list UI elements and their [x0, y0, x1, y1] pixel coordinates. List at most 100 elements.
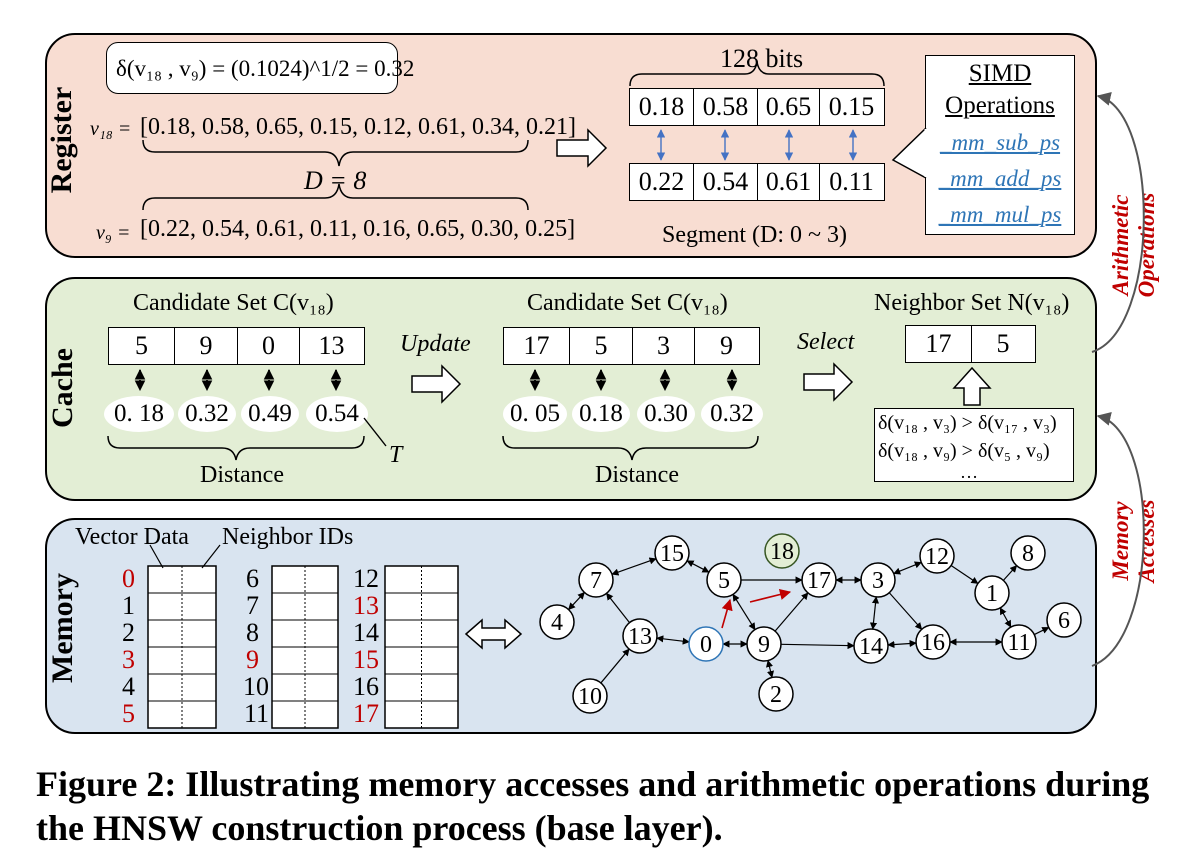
distance-label-2: Distance	[595, 462, 679, 488]
distance-ellipse: 0.32	[178, 396, 236, 432]
memory-id: 15	[353, 645, 379, 674]
memory-row: 2	[113, 619, 139, 646]
simd-op-add: _mm_add_ps	[938, 166, 1062, 191]
memory-column-1: 0 1 2 3 4 5	[113, 565, 139, 727]
vector-data-label: Vector Data	[75, 524, 189, 550]
cache-label: Cache	[46, 348, 79, 428]
memory-row: 3	[113, 646, 139, 673]
neighbor-id-cell: 17	[906, 326, 972, 362]
simd-op-sub: _mm_sub_ps	[939, 130, 1061, 155]
v18-values: [0.18, 0.58, 0.65, 0.15, 0.12, 0.61, 0.3…	[140, 114, 576, 140]
select-label: Select	[797, 329, 855, 355]
memory-panel	[45, 518, 1097, 734]
memory-row: 15	[343, 646, 383, 673]
candidate-id-cell: 17	[504, 328, 570, 364]
memory-row: 11	[237, 700, 273, 727]
segment-label: Segment (D: 0 ~ 3)	[662, 222, 847, 248]
memory-row: 1	[113, 592, 139, 619]
candidate-id-cell: 5	[109, 328, 175, 364]
candidate-set-2-ids: 17 5 3 9	[503, 327, 760, 365]
arithmetic-operations-label: Arithmetic Operations	[1108, 170, 1162, 320]
memory-id: 2	[122, 618, 135, 647]
memory-id: 17	[353, 699, 379, 728]
memory-row: 5	[113, 700, 139, 727]
segment-top-row: 0.18 0.58 0.65 0.15	[629, 88, 885, 126]
memory-column-2: 6 7 8 9 10 11	[237, 565, 273, 727]
memory-row: 13	[343, 592, 383, 619]
neighbor-set-title: Neighbor Set N(v₁₈)	[874, 290, 1070, 316]
segment-bottom-cell: 0.54	[694, 164, 758, 200]
candidate-set-1-ids: 5 9 0 13	[108, 327, 365, 365]
segment-top-cell: 0.18	[630, 89, 694, 125]
memory-row: 17	[343, 700, 383, 727]
dimension-label: D = 8	[304, 166, 367, 195]
memory-id: 6	[246, 564, 259, 593]
segment-bottom-cell: 0.22	[630, 164, 694, 200]
distance-expression-box	[106, 42, 398, 94]
pruning-rule-2: δ(v₁₈ , v₉) > δ(v₅ , v₉)	[878, 440, 1050, 462]
segment-top-cell: 0.58	[694, 89, 758, 125]
candidate-id-cell: 9	[175, 328, 238, 364]
memory-row: 12	[343, 565, 383, 592]
distance-ellipse: 0. 05	[503, 396, 567, 432]
threshold-label: T	[389, 442, 403, 468]
pruning-rule-1: δ(v₁₈ , v₃) > δ(v₁₇ , v₃)	[878, 412, 1057, 434]
distance-ellipse: 0.18	[572, 396, 630, 432]
memory-id: 10	[243, 672, 269, 701]
distance-ellipse: 0.30	[637, 396, 695, 432]
candidate-id-cell: 3	[633, 328, 695, 364]
neighbor-ids-label: Neighbor IDs	[222, 524, 354, 550]
figure-caption: Figure 2: Illustrating memory accesses a…	[36, 764, 1150, 848]
memory-row: 4	[113, 673, 139, 700]
memory-accesses-label: Memory Accesses	[1108, 466, 1162, 616]
segment-bottom-cell: 0.61	[758, 164, 820, 200]
memory-id: 14	[353, 618, 379, 647]
arithmetic-label-line-1: Arithmetic	[1108, 194, 1133, 296]
memory-id: 11	[243, 699, 269, 728]
memory-label: Memory	[46, 573, 79, 683]
distance-ellipse: 0.54	[306, 396, 368, 432]
memory-accesses-line-1: Memory	[1108, 501, 1133, 581]
distance-label-1: Distance	[200, 462, 284, 488]
pruning-rule-more: …	[960, 462, 978, 482]
memory-id: 7	[246, 591, 259, 620]
memory-id: 8	[246, 618, 259, 647]
distance-ellipse: 0.49	[241, 396, 299, 432]
simd-title-2: Operations	[945, 92, 1055, 119]
candidate-id-cell: 13	[318, 331, 345, 360]
memory-id: 9	[246, 645, 259, 674]
simd-title-1: SIMD	[968, 60, 1032, 87]
candidate-set-2-title: Candidate Set C(v₁₈)	[527, 290, 728, 316]
memory-id: 13	[353, 591, 379, 620]
memory-id: 4	[122, 672, 135, 701]
segment-top-cell: 0.65	[758, 89, 820, 125]
v9-label: v₉ =	[96, 222, 131, 244]
v9-values: [0.22, 0.54, 0.61, 0.11, 0.16, 0.65, 0.3…	[140, 216, 576, 242]
update-label: Update	[400, 331, 471, 357]
v18-label: v₁₈ =	[90, 118, 132, 140]
memory-id: 3	[122, 645, 135, 674]
memory-row: 10	[237, 673, 273, 700]
distance-ellipse: 0. 18	[104, 396, 174, 432]
segment-bottom-row: 0.22 0.54 0.61 0.11	[629, 163, 885, 201]
memory-row: 9	[237, 646, 273, 673]
bits-label: 128 bits	[720, 44, 804, 73]
candidate-id-cell: 0	[238, 328, 300, 364]
simd-op-mul: _mm_mul_ps	[938, 202, 1062, 227]
segment-bottom-cell: 0.11	[829, 167, 874, 196]
pruning-rules-box	[874, 408, 1074, 482]
neighbor-id-cell: 5	[996, 329, 1010, 358]
candidate-id-cell: 5	[570, 328, 633, 364]
memory-row: 8	[237, 619, 273, 646]
candidate-id-cell: 9	[720, 331, 733, 360]
memory-id: 1	[122, 591, 135, 620]
memory-row: 14	[343, 619, 383, 646]
memory-row: 6	[237, 565, 273, 592]
memory-id: 12	[353, 564, 379, 593]
register-label: Register	[45, 86, 78, 194]
memory-id: 0	[122, 564, 135, 593]
memory-row: 16	[343, 673, 383, 700]
simd-operations-box: SIMD Operations _mm_sub_ps _mm_add_ps _m…	[925, 55, 1075, 235]
memory-row: 0	[113, 565, 139, 592]
memory-row: 7	[237, 592, 273, 619]
